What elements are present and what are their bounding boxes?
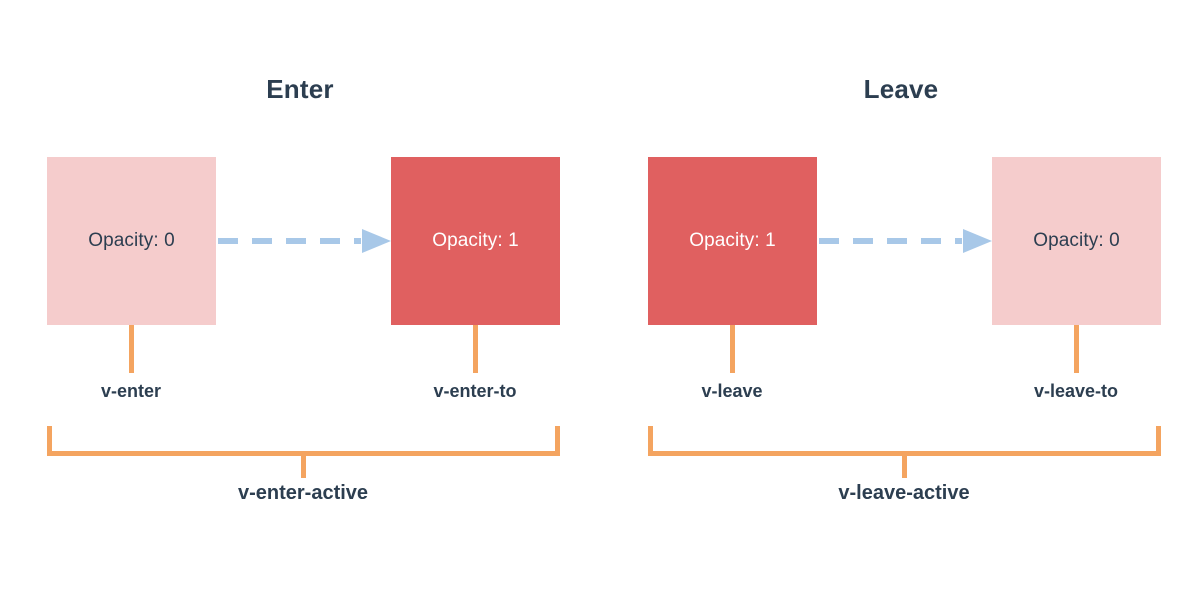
span-bracket-leave <box>648 426 1161 456</box>
group-title-enter: Enter <box>266 74 334 104</box>
class-label-v-enter-to: v-enter-to <box>433 381 517 401</box>
class-label-v-leave-to: v-leave-to <box>1033 381 1119 401</box>
bracket-arm-right <box>555 426 560 456</box>
bracket-stem <box>301 456 306 478</box>
span-bracket-enter <box>47 426 560 456</box>
class-label-v-leave-active: v-leave-active <box>838 482 970 504</box>
state-box-label: Opacity: 0 <box>88 230 175 251</box>
state-box-label: Opacity: 1 <box>689 230 776 251</box>
state-box-v-enter: Opacity: 0 <box>47 157 216 325</box>
class-label-v-leave: v-leave <box>701 381 763 401</box>
bracket-arm-left <box>47 426 52 456</box>
connector-tick-left <box>730 325 735 373</box>
class-label-v-enter: v-enter <box>100 381 162 401</box>
dashed-arrow-right-icon <box>216 227 391 255</box>
bracket-bar <box>648 451 1161 456</box>
dashed-arrow-right-icon <box>817 227 992 255</box>
state-box-v-leave-to: Opacity: 0 <box>992 157 1161 325</box>
bracket-bar <box>47 451 560 456</box>
bracket-arm-left <box>648 426 653 456</box>
transition-group-enter: Enter Opacity: 0 Opacity: 1 v-enter v-en… <box>47 74 560 504</box>
state-box-label: Opacity: 1 <box>432 230 519 251</box>
bracket-stem <box>902 456 907 478</box>
state-box-v-leave: Opacity: 1 <box>648 157 817 325</box>
bracket-arm-right <box>1156 426 1161 456</box>
class-label-v-enter-active: v-enter-active <box>237 482 369 504</box>
connector-tick-right <box>473 325 478 373</box>
connector-tick-right <box>1074 325 1079 373</box>
state-box-v-enter-to: Opacity: 1 <box>391 157 560 325</box>
state-box-label: Opacity: 0 <box>1033 230 1120 251</box>
group-title-leave: Leave <box>863 74 939 104</box>
transition-group-leave: Leave Opacity: 1 Opacity: 0 v-leave v-le… <box>601 0 1200 600</box>
connector-tick-left <box>129 325 134 373</box>
